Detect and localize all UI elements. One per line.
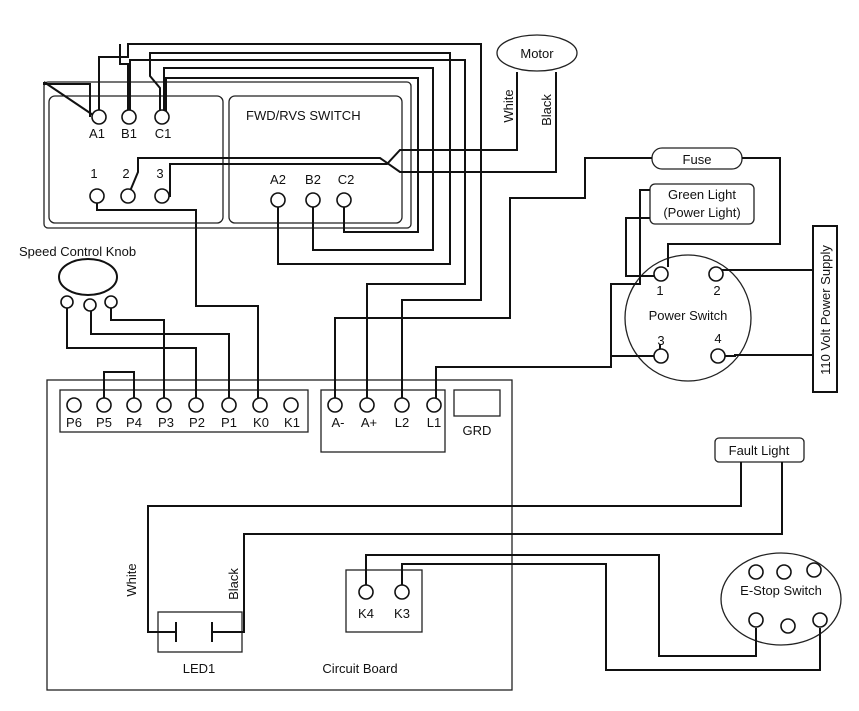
terminal-p3 (156, 397, 172, 413)
terminal-b1 (121, 109, 137, 125)
terminal-1 (89, 188, 105, 204)
terminal-p6 (66, 397, 82, 413)
knob-terminal-3 (104, 295, 118, 309)
label-ps4: 4 (714, 331, 721, 346)
green-light-label-1: Green Light (668, 187, 736, 202)
label-b2: B2 (305, 172, 321, 187)
label-k0: K0 (253, 415, 269, 430)
fault-light-label: Fault Light (729, 443, 790, 458)
terminal-a-plus (359, 397, 375, 413)
terminal-l1 (426, 397, 442, 413)
switch-enclosure (43, 81, 412, 229)
a-l-terminal-block (320, 389, 446, 453)
power-supply-label: 110 Volt Power Supply (818, 245, 833, 375)
label-a-plus: A+ (361, 415, 377, 430)
label-a-minus: A- (332, 415, 345, 430)
label-p4: P4 (126, 415, 142, 430)
switch-left-panel (48, 95, 224, 224)
estop-terminal-3 (806, 562, 822, 578)
terminal-a1 (91, 109, 107, 125)
label-p1: P1 (221, 415, 237, 430)
p-terminal-block (59, 389, 309, 433)
green-light-label-2: (Power Light) (663, 205, 740, 220)
labels: Motor FWD/RVS SWITCH Speed Control Knob … (19, 46, 833, 676)
terminal-k3 (394, 584, 410, 600)
green-light (649, 183, 755, 225)
label-c1: C1 (155, 126, 172, 141)
label-ps2: 2 (713, 283, 720, 298)
label-p6: P6 (66, 415, 82, 430)
fuse-label: Fuse (683, 152, 712, 167)
led1-label: LED1 (183, 661, 216, 676)
knob-terminal-1 (60, 295, 74, 309)
estop-terminal-4 (748, 612, 764, 628)
label-b1: B1 (121, 126, 137, 141)
terminal-k1 (283, 397, 299, 413)
wires (43, 43, 821, 671)
k-terminal-block (345, 569, 423, 633)
knob-terminal-2 (83, 298, 97, 312)
speed-control-knob (58, 258, 118, 296)
circuit-board-label: Circuit Board (322, 661, 397, 676)
estop-terminal-5 (780, 618, 796, 634)
label-l1: L1 (427, 415, 441, 430)
estop-terminal-6 (812, 612, 828, 628)
label-p2: P2 (189, 415, 205, 430)
led-black-wire-label: Black (226, 568, 241, 600)
label-c2: C2 (338, 172, 355, 187)
terminal-b2 (305, 192, 321, 208)
estop-switch (720, 552, 842, 646)
power-switch-terminal-1 (653, 266, 669, 282)
led-white-wire-label: White (124, 563, 139, 596)
motor-label: Motor (520, 46, 554, 61)
label-3: 3 (156, 166, 163, 181)
motor-white-wire-label: White (501, 89, 516, 122)
grd-block (453, 389, 501, 417)
fault-light (714, 437, 805, 463)
terminal-p1 (221, 397, 237, 413)
terminal-a-minus (327, 397, 343, 413)
speed-control-knob-label: Speed Control Knob (19, 244, 136, 259)
fwd-rvs-switch-label: FWD/RVS SWITCH (246, 108, 361, 123)
estop-terminal-2 (776, 564, 792, 580)
motor (496, 34, 578, 72)
motor-black-wire-label: Black (539, 94, 554, 126)
terminals (60, 109, 828, 634)
label-ps3: 3 (657, 333, 664, 348)
terminal-c1 (154, 109, 170, 125)
label-2: 2 (122, 166, 129, 181)
switch-right-panel (228, 95, 403, 224)
grd-label: GRD (463, 423, 492, 438)
label-k4: K4 (358, 606, 374, 621)
label-k3: K3 (394, 606, 410, 621)
label-a1: A1 (89, 126, 105, 141)
terminal-p5 (96, 397, 112, 413)
label-ps1: 1 (656, 283, 663, 298)
estop-switch-label: E-Stop Switch (740, 583, 822, 598)
label-p3: P3 (158, 415, 174, 430)
label-1: 1 (90, 166, 97, 181)
power-switch (624, 254, 752, 382)
label-l2: L2 (395, 415, 409, 430)
terminal-c2 (336, 192, 352, 208)
terminal-k0 (252, 397, 268, 413)
terminal-2 (120, 188, 136, 204)
power-supply (812, 225, 838, 393)
terminal-3 (154, 188, 170, 204)
terminal-p2 (188, 397, 204, 413)
power-switch-terminal-3 (653, 348, 669, 364)
power-switch-label: Power Switch (649, 308, 728, 323)
label-p5: P5 (96, 415, 112, 430)
terminal-p4 (126, 397, 142, 413)
estop-terminal-1 (748, 564, 764, 580)
power-switch-terminal-4 (710, 348, 726, 364)
terminal-l2 (394, 397, 410, 413)
label-k1: K1 (284, 415, 300, 430)
terminal-a2 (270, 192, 286, 208)
label-a2: A2 (270, 172, 286, 187)
terminal-k4 (358, 584, 374, 600)
power-switch-terminal-2 (708, 266, 724, 282)
